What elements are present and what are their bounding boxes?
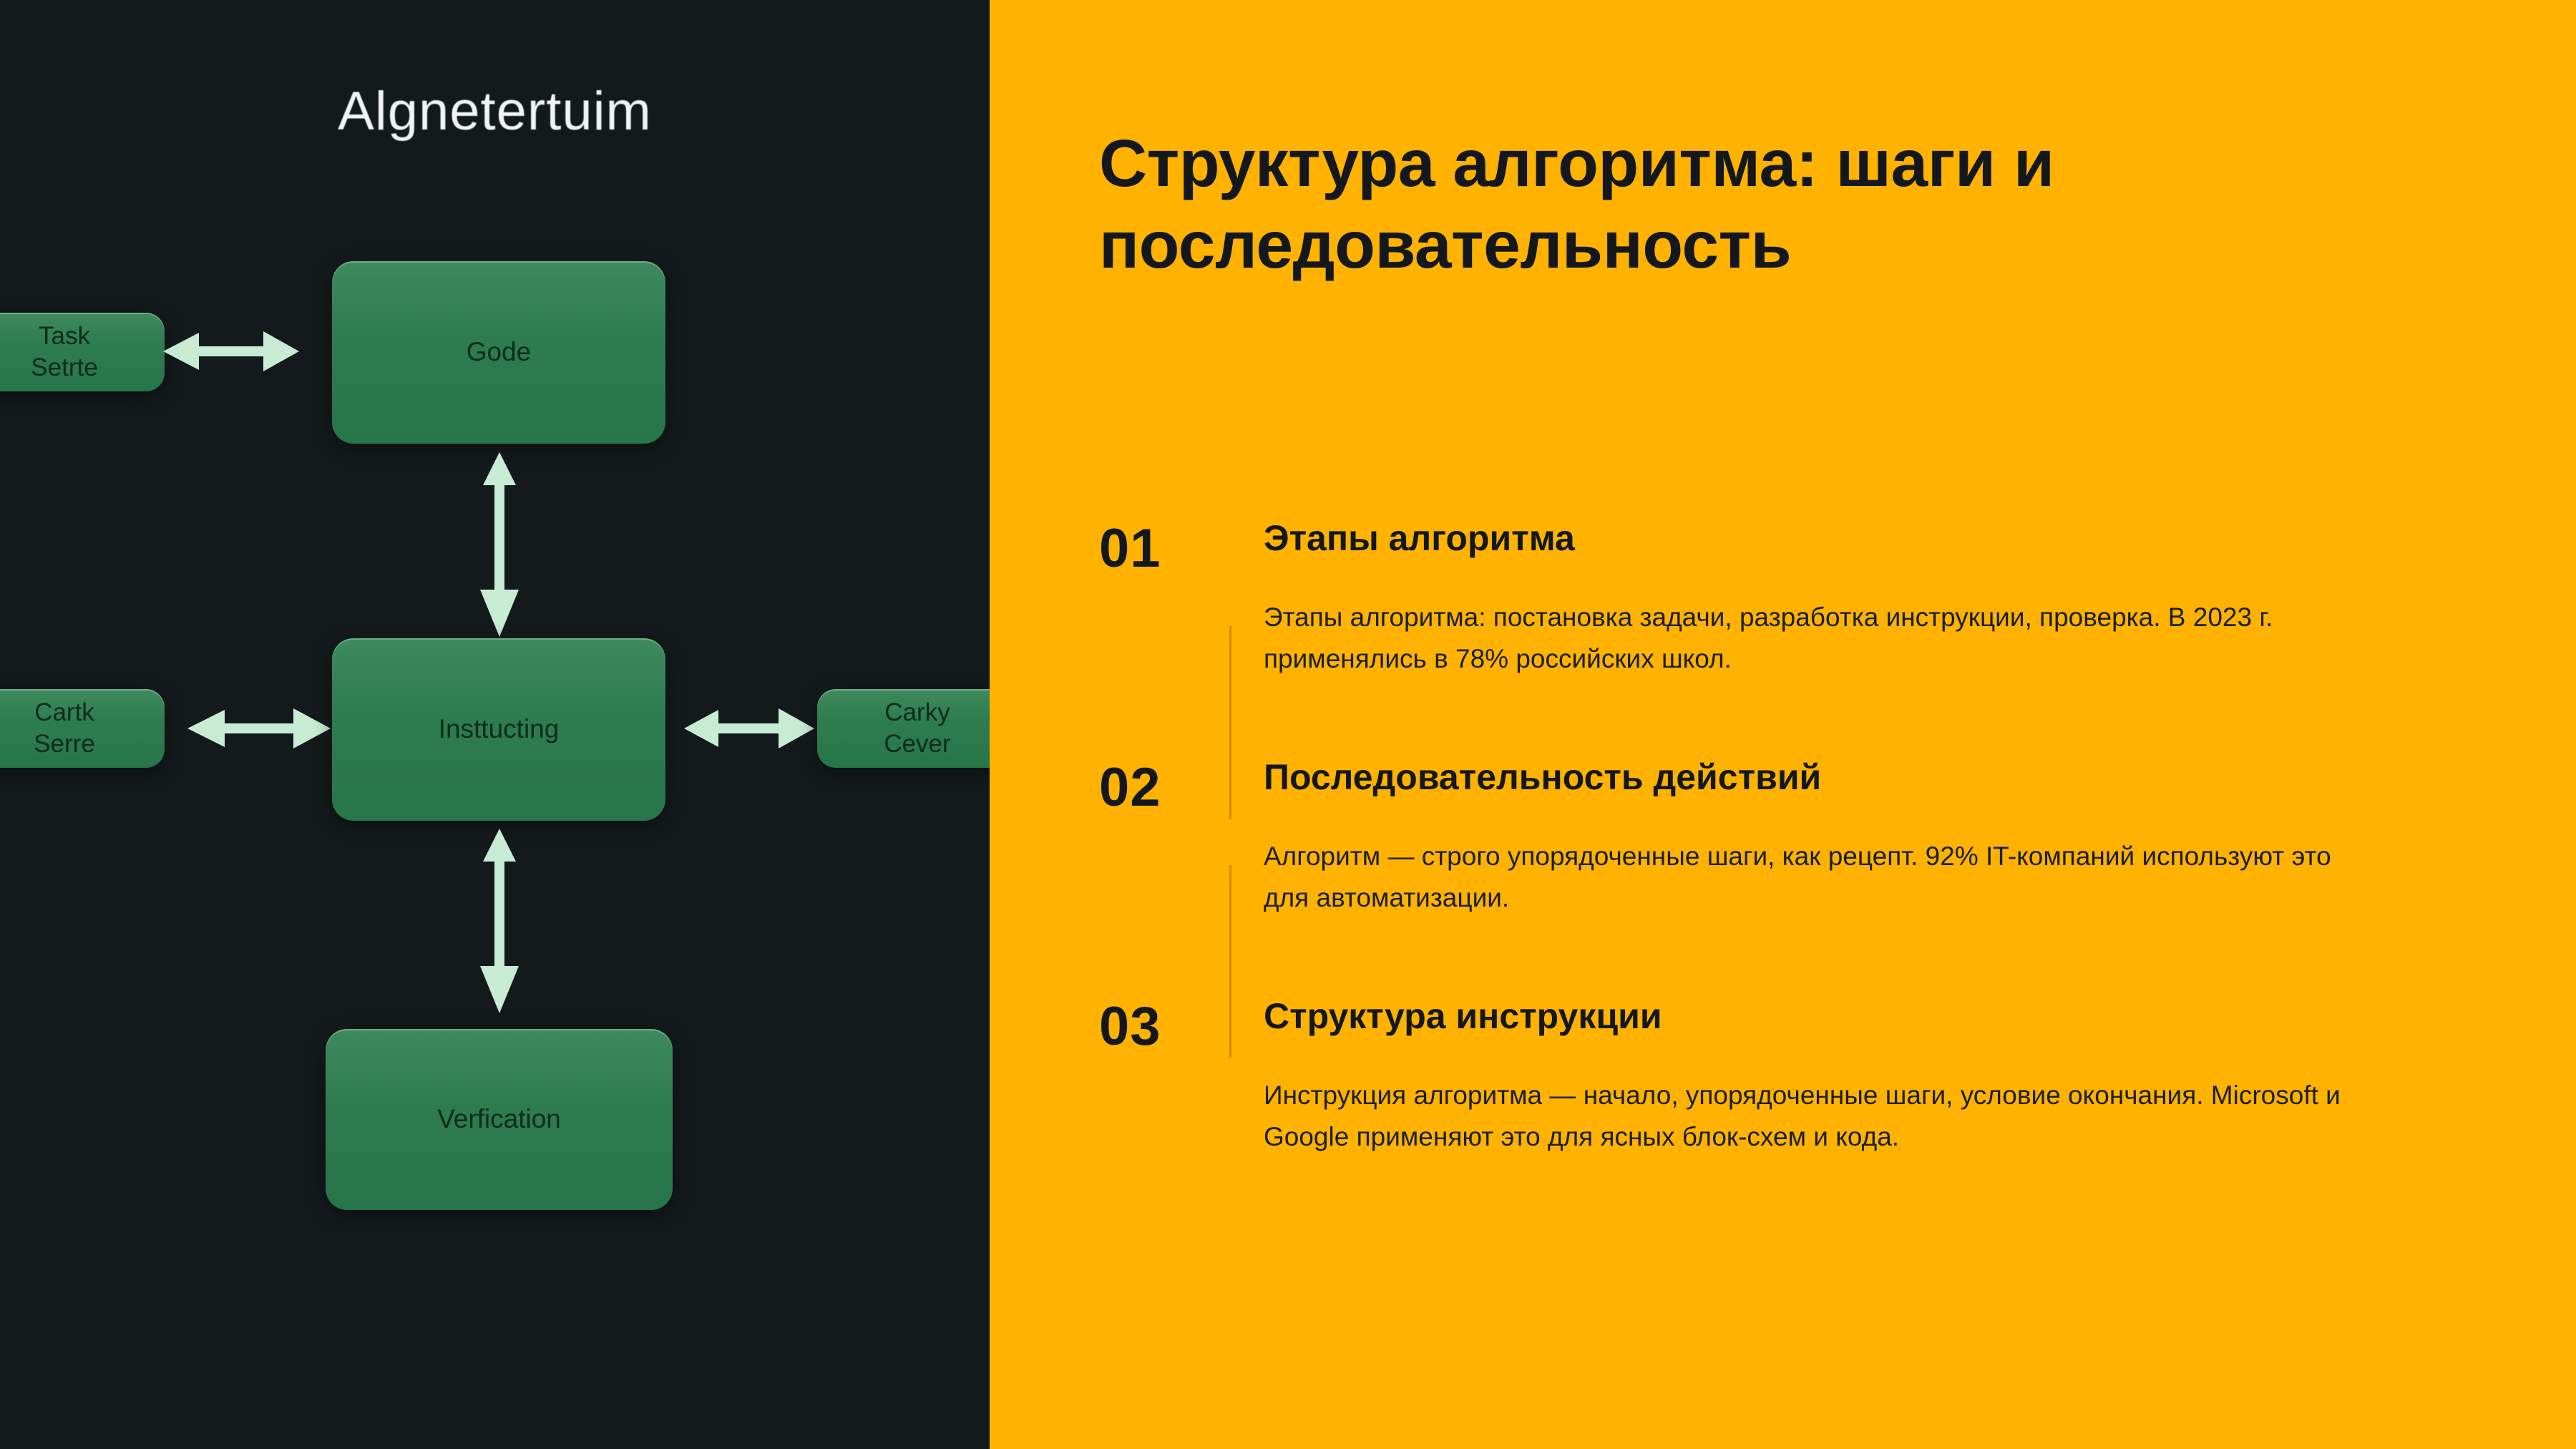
item-heading: Этапы алгоритма <box>1264 518 1575 558</box>
diagram-panel: Algnetertuim Task Setrte Gode <box>0 0 990 1449</box>
node-label-line1: Task <box>39 322 90 351</box>
item-description: Этапы алгоритма: постановка задачи, разр… <box>1264 602 2273 674</box>
arrow-insttucting-to-carky-icon <box>684 708 814 748</box>
arrow-gode-to-insttucting-icon <box>480 452 519 637</box>
item-spacer <box>1099 680 2523 758</box>
item-heading: Последовательность действий <box>1264 756 1822 797</box>
item-number: 01 <box>1099 518 1161 579</box>
node-label: Gode <box>466 337 532 367</box>
item-number: 02 <box>1099 756 1161 818</box>
slide-title: Структура алгоритма: шаги и последовател… <box>1099 126 2054 282</box>
item-divider-rule <box>1229 626 1231 819</box>
diagram-node-verfication[interactable]: Verfication <box>326 1029 673 1210</box>
node-label: Verfication <box>437 1104 561 1134</box>
diagram-node-gode[interactable]: Gode <box>332 261 665 444</box>
item-number: 03 <box>1099 995 1161 1057</box>
diagram-node-carky-cever[interactable]: Carky Cever <box>817 689 990 768</box>
diagram-title: Algnetertuim <box>338 81 652 142</box>
diagram-node-cartk-serre[interactable]: Cartk Serre <box>0 689 165 768</box>
content-panel: Структура алгоритма: шаги и последовател… <box>990 0 2576 1449</box>
diagram-node-insttucting[interactable]: Insttucting <box>332 638 665 821</box>
node-label-line1: Cartk <box>34 698 94 727</box>
arrow-cartk-to-insttucting-icon <box>187 708 331 748</box>
arrow-task-to-gode-icon <box>163 331 299 371</box>
item-body: Структура инструкции Инструкция алгоритм… <box>1264 995 2523 1158</box>
item-description: Инструкция алгоритма — начало, упорядоче… <box>1264 1080 2341 1152</box>
numbered-items-list: 01 Этапы алгоритма Этапы алгоритма: пост… <box>1099 519 2523 1158</box>
item-heading: Структура инструкции <box>1264 995 1662 1036</box>
node-label: Insttucting <box>438 714 560 744</box>
item-divider-rule <box>1229 864 1231 1058</box>
item-spacer <box>1099 919 2523 997</box>
node-label-line2: Cever <box>884 730 951 758</box>
item-body: Этапы алгоритма Этапы алгоритма: постано… <box>1264 519 2523 680</box>
list-item-02: 02 Последовательность действий Алгоритм … <box>1099 756 2523 1058</box>
node-label-line2: Setrte <box>31 353 98 381</box>
arrow-insttucting-to-verfication-icon <box>480 829 519 1013</box>
item-body: Последовательность действий Алгоритм — с… <box>1264 756 2523 919</box>
diagram-node-task-setrte[interactable]: Task Setrte <box>0 313 165 391</box>
list-item-01: 01 Этапы алгоритма Этапы алгоритма: пост… <box>1099 518 2523 819</box>
item-description: Алгоритм — строго упорядоченные шаги, ка… <box>1264 841 2331 913</box>
node-label-line1: Carky <box>884 698 950 727</box>
list-item-03: 03 Структура инструкции Инструкция алгор… <box>1099 995 2523 1158</box>
node-label-line2: Serre <box>34 730 95 758</box>
